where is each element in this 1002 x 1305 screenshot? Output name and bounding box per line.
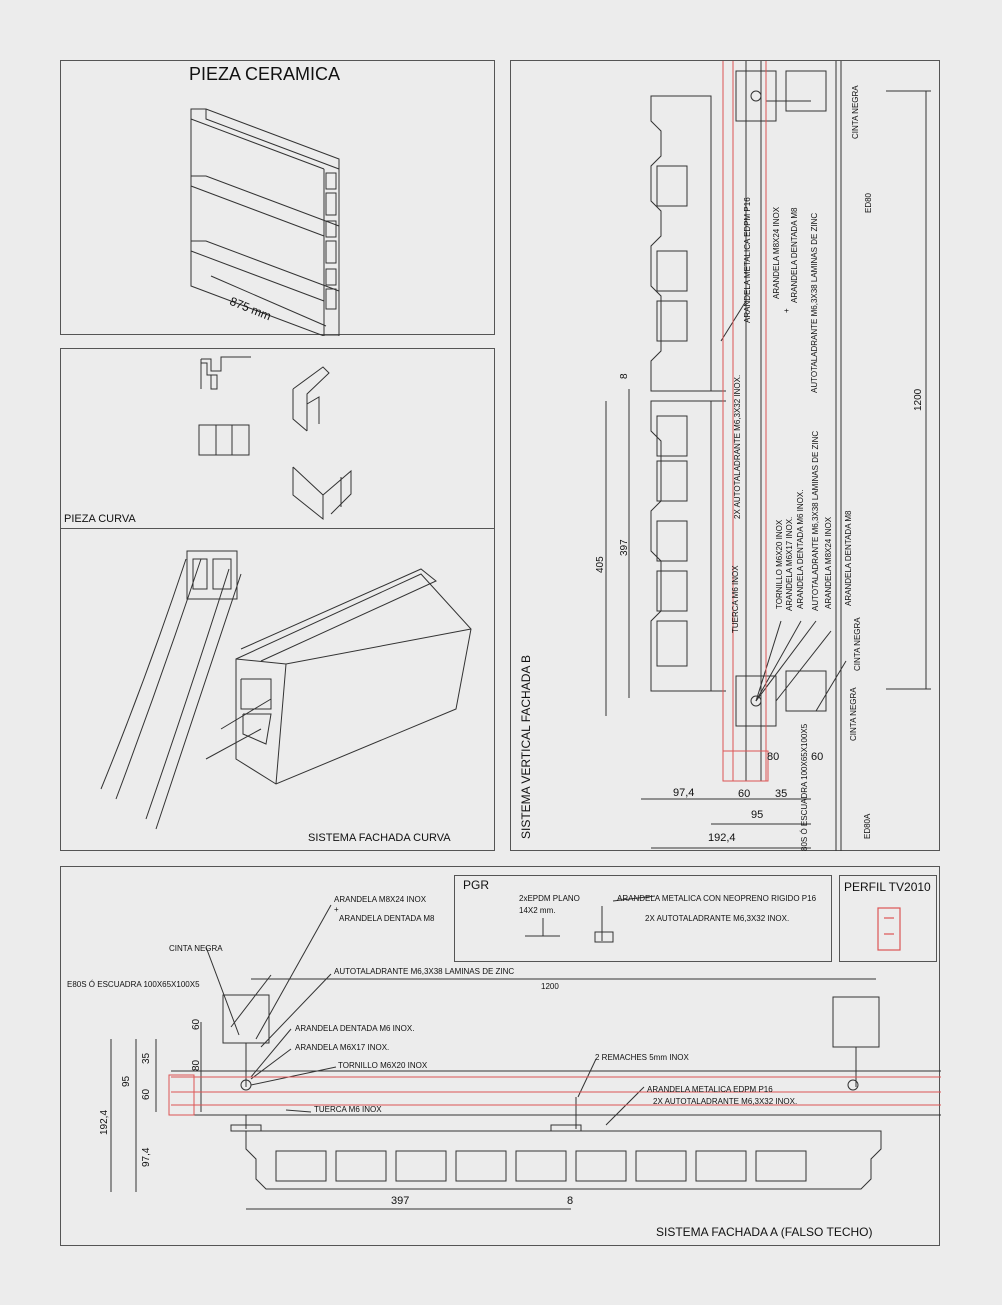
vb-arandela-dentada-m6: ARANDELA DENTADA M6 INOX. [796, 489, 805, 609]
vb-dim-405: 405 [595, 556, 606, 573]
vertical-b-drawing [605, 61, 931, 851]
vb-tuerca: TUERCA M6 INOX [731, 565, 740, 633]
panel-fachada-a: PGR 2xEPDM PLANO 14X2 mm. ARANDELA METAL… [60, 866, 941, 1246]
fa-dim-60: 60 [191, 1018, 202, 1030]
curved-system-label: SISTEMA FACHADA CURVA [308, 832, 451, 844]
curved-system-drawing [100, 550, 472, 830]
fachada-a-title: SISTEMA FACHADA A (FALSO TECHO) [656, 1225, 873, 1239]
vb-escuadra: 80S Ó ESCUADRA 100X65X100X5 [800, 723, 809, 851]
vb-autotaladrante-mid: AUTOTALADRANTE M6,3X38 LAMINAS DE ZINC [811, 430, 820, 611]
vb-cinta-negra-mid: CINTA NEGRA [853, 617, 862, 671]
pgr-epdm: 2xEPDM PLANO [519, 894, 580, 903]
vb-arandela-m6x17: ARANDELA M6X17 INOX. [785, 516, 794, 611]
vb-ed80a: ED80A [863, 813, 872, 839]
perfil-drawing [877, 907, 901, 951]
vb-cinta-negra-low: CINTA NEGRA [849, 687, 858, 741]
curve-piece-label: PIEZA CURVA [64, 513, 136, 525]
fa-autotaladrante-2x: 2X AUTOTALADRANTE M6,3X32 INOX. [653, 1097, 798, 1106]
fa-dim-192-4: 192,4 [99, 1109, 110, 1135]
fa-dim-60b: 60 [141, 1088, 152, 1100]
ceramic-title: PIEZA CERAMICA [189, 64, 341, 84]
panel-ceramic-piece: PIEZA CERAMICA 875 mm [60, 60, 495, 336]
panel-vertical-b: SISTEMA VERTICAL FACHADA B CINTA NEGRA E… [510, 60, 940, 851]
pgr-title: PGR [463, 878, 490, 892]
pgr-arandela: ARANDELA METALICA CON NEOPRENO RIGIDO P1… [617, 894, 817, 903]
fa-arandela-m6x17: ARANDELA M6X17 INOX. [295, 1043, 390, 1052]
fa-escuadra: E80S Ó ESCUADRA 100X65X100X5 [67, 980, 200, 989]
fa-plus: + [334, 905, 339, 914]
fa-dim-397: 397 [391, 1195, 410, 1207]
vb-arandela-dentada-m8-mid: ARANDELA DENTADA M8 [844, 510, 853, 606]
vb-cinta-negra-top: CINTA NEGRA [851, 85, 860, 139]
pgr-autotaladrante: 2X AUTOTALADRANTE M6,3X32 INOX. [645, 914, 790, 923]
fa-dim-95: 95 [121, 1075, 132, 1087]
vb-autotaladrante-top: AUTOTALADRANTE M6,3X38 LAMINAS DE ZINC [810, 212, 819, 393]
ceramic-piece-drawing [190, 108, 340, 336]
fa-remaches: 2 REMACHES 5mm INOX [595, 1053, 689, 1062]
fa-dim-8: 8 [567, 1195, 574, 1207]
fa-cinta-negra: CINTA NEGRA [169, 944, 223, 953]
fa-arandela-dentada-m8: ARANDELA DENTADA M8 [339, 914, 435, 923]
vb-dim-397: 397 [619, 539, 630, 556]
fa-dim-97-4: 97,4 [141, 1147, 152, 1167]
fa-dim-1200: 1200 [541, 982, 559, 991]
vb-arandela-dentada-m8-top: ARANDELA DENTADA M8 [790, 207, 799, 303]
vb-plus: + [782, 308, 791, 313]
vb-autotaladrante-2x: 2X AUTOTALADRANTE M6,3X32 INOX. [733, 374, 742, 519]
fa-tuerca: TUERCA M6 INOX [314, 1105, 382, 1114]
vb-ed80: ED80 [864, 192, 873, 213]
fa-dim-35: 35 [141, 1052, 152, 1064]
perfil-title: PERFIL TV2010 [844, 880, 931, 894]
vb-arandela-m8x24-mid: ARANDELA M8X24 INOX [824, 516, 833, 609]
fa-arandela-metalica: ARANDELA METALICA EDPM P16 [647, 1085, 773, 1094]
pgr-box: PGR 2xEPDM PLANO 14X2 mm. ARANDELA METAL… [454, 875, 832, 962]
vb-arandela-m8x24: ARANDELA M8X24 INOX [772, 206, 781, 299]
vb-dim-35: 35 [775, 788, 788, 800]
perfil-box: PERFIL TV2010 [839, 875, 937, 962]
vb-dim-97-4: 97,4 [673, 787, 695, 799]
vb-dim-95: 95 [751, 809, 764, 821]
curve-piece-drawing [198, 356, 352, 521]
panel-curve-piece: PIEZA CURVA [60, 348, 495, 529]
fa-dim-80: 80 [191, 1059, 202, 1071]
pgr-drawing [525, 895, 656, 943]
vertical-b-title: SISTEMA VERTICAL FACHADA B [519, 654, 533, 839]
fa-arandela-dentada-m6: ARANDELA DENTADA M6 INOX. [295, 1024, 415, 1033]
vb-dim-60b: 60 [738, 788, 751, 800]
fa-autotaladrante-zinc: AUTOTALADRANTE M6,3X38 LAMINAS DE ZINC [334, 967, 515, 976]
panel-curved-system: SISTEMA FACHADA CURVA [60, 528, 495, 851]
vb-dim-1200: 1200 [913, 388, 924, 411]
fa-arandela-m8x24: ARANDELA M8X24 INOX [334, 895, 427, 904]
pgr-epdm-size: 14X2 mm. [519, 906, 556, 915]
vb-dim-60a: 60 [811, 751, 824, 763]
fachada-a-drawing [110, 904, 941, 1210]
vb-dim-80: 80 [767, 751, 780, 763]
vb-dim-192-4: 192,4 [708, 832, 736, 844]
fa-tornillo: TORNILLO M6X20 INOX [338, 1061, 428, 1070]
vb-tornillo: TORNILLO M6X20 INOX [775, 519, 784, 609]
vb-dim-8: 8 [619, 373, 630, 379]
vb-arandela-metalica: ARANDELA METALICA EDPM P16 [743, 197, 752, 323]
